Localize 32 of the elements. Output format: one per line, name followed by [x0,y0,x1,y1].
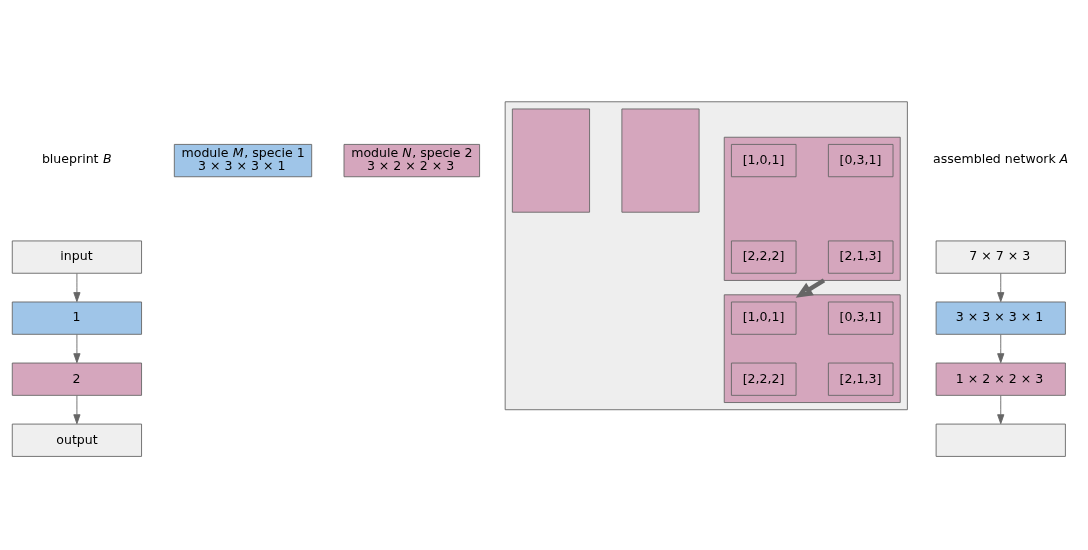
node-box: [1,0,1] [730,301,797,335]
arrow [795,278,826,298]
arrow [73,394,81,424]
cluster [504,100,908,410]
node-box [511,108,590,213]
node-box: 1 × 2 × 2 × 3 [935,362,1066,396]
arrow [997,394,1005,424]
node-box: 1 [11,301,142,335]
node-box: [1,0,1] [730,143,797,177]
cluster [723,136,901,281]
node-box: [2,2,2] [730,362,797,396]
node-box: 2 [11,362,142,396]
arrow [997,272,1005,302]
node-box: module M, specie 1 3 × 3 × 3 × 1 [173,143,313,177]
arrow [73,272,81,302]
node-box: [2,1,3] [827,362,894,396]
arrow [73,333,81,363]
node-box: 3 × 3 × 3 × 1 [935,301,1066,335]
node-box: input [11,240,142,274]
label: assembled network A [932,150,1069,166]
node-box [935,423,1066,457]
node-box: [0,3,1] [827,143,894,177]
node-box: 7 × 7 × 3 [935,240,1066,274]
node-box [621,108,700,213]
node-box: [2,2,2] [730,240,797,274]
node-box: output [11,423,142,457]
arrow [997,333,1005,363]
cluster [723,293,901,403]
label: blueprint B [41,150,112,166]
node-box: [0,3,1] [827,301,894,335]
node-box: module N, specie 2 3 × 2 × 2 × 3 [343,143,481,177]
node-box: [2,1,3] [827,240,894,274]
